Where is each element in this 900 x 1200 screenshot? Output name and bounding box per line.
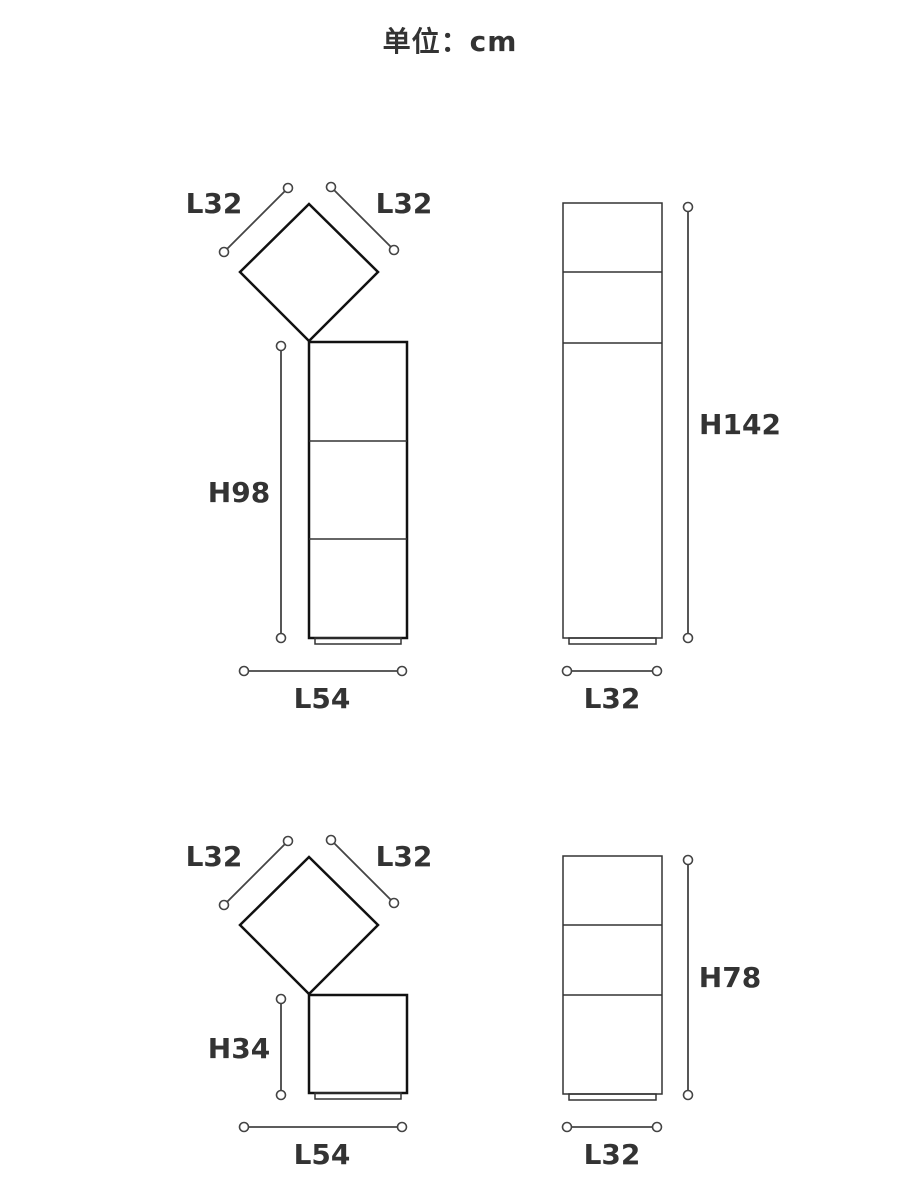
short-side-cabinet: [562, 855, 663, 1101]
tall-side-height-label: H142: [699, 408, 781, 441]
tall-side-width-label: L32: [584, 682, 641, 715]
tall-top-view-square: [238, 202, 380, 343]
short-side-height-dimension: [682, 854, 694, 1101]
short-side-height-label: H78: [699, 961, 761, 994]
short-front-height-dimension: [275, 993, 287, 1101]
short-diag-right-label: L32: [376, 840, 433, 873]
unit-label: 单位：cm: [382, 25, 518, 58]
tall-side-cabinet: [562, 202, 663, 645]
short-cabinet-set: L32 L32 H34 L54: [186, 834, 761, 1171]
tall-diag-left-label: L32: [186, 187, 243, 220]
tall-front-height-dimension: [275, 340, 287, 644]
tall-side-width-dimension: [561, 665, 663, 677]
tall-front-width-label: L54: [294, 682, 351, 715]
short-top-view-square: [238, 855, 380, 996]
tall-diag-right-dimension: [325, 181, 400, 256]
tall-diag-right-label: L32: [376, 187, 433, 220]
short-diag-left-dimension: [218, 835, 294, 911]
short-front-width-dimension: [238, 1121, 408, 1133]
short-diag-right-dimension: [325, 834, 400, 909]
short-side-width-label: L32: [584, 1138, 641, 1171]
tall-side-height-dimension: [682, 201, 694, 644]
short-front-height-label: H34: [208, 1032, 270, 1065]
tall-front-cabinet: [307, 340, 409, 645]
short-diag-left-label: L32: [186, 840, 243, 873]
tall-diag-left-dimension: [218, 182, 294, 258]
short-front-width-label: L54: [294, 1138, 351, 1171]
short-side-width-dimension: [561, 1121, 663, 1133]
tall-front-height-label: H98: [208, 476, 270, 509]
short-front-cabinet: [307, 993, 409, 1100]
tall-front-width-dimension: [238, 665, 408, 677]
tall-cabinet-set: L32 L32 H98 L54: [186, 181, 781, 715]
